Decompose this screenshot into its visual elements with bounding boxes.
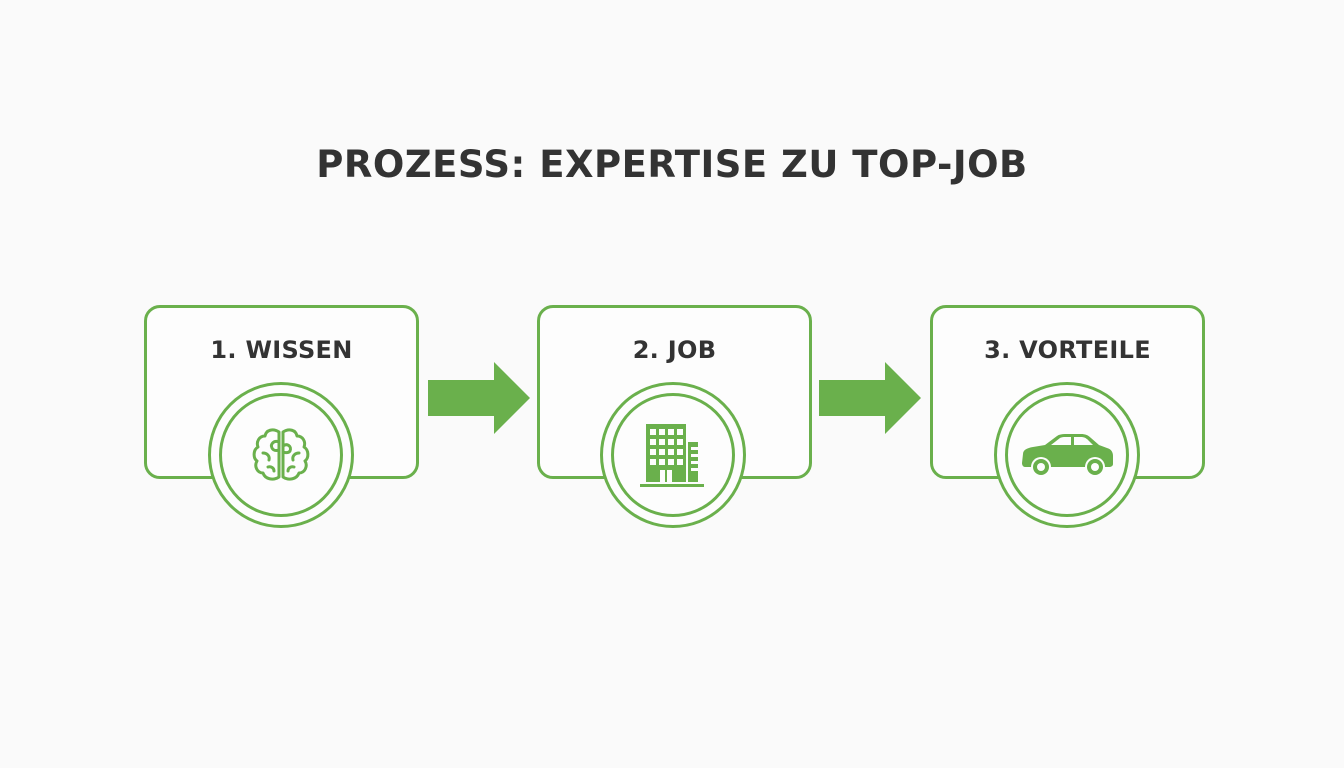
brain-icon (252, 428, 310, 481)
step-badge-vorteile (994, 382, 1140, 528)
office-building-icon (640, 424, 704, 487)
step-label: 3. VORTEILE (984, 336, 1151, 364)
arrow-right-icon (819, 362, 921, 434)
car-icon (1022, 434, 1113, 477)
step-badge-job (600, 382, 746, 528)
step-label: 2. JOB (632, 336, 717, 364)
step-badge-wissen (208, 382, 354, 528)
arrow-right-icon (428, 362, 530, 434)
diagram-title: PROZESS: EXPERTISE ZU TOP-JOB (316, 143, 1028, 186)
step-label: 1. WISSEN (210, 336, 353, 364)
